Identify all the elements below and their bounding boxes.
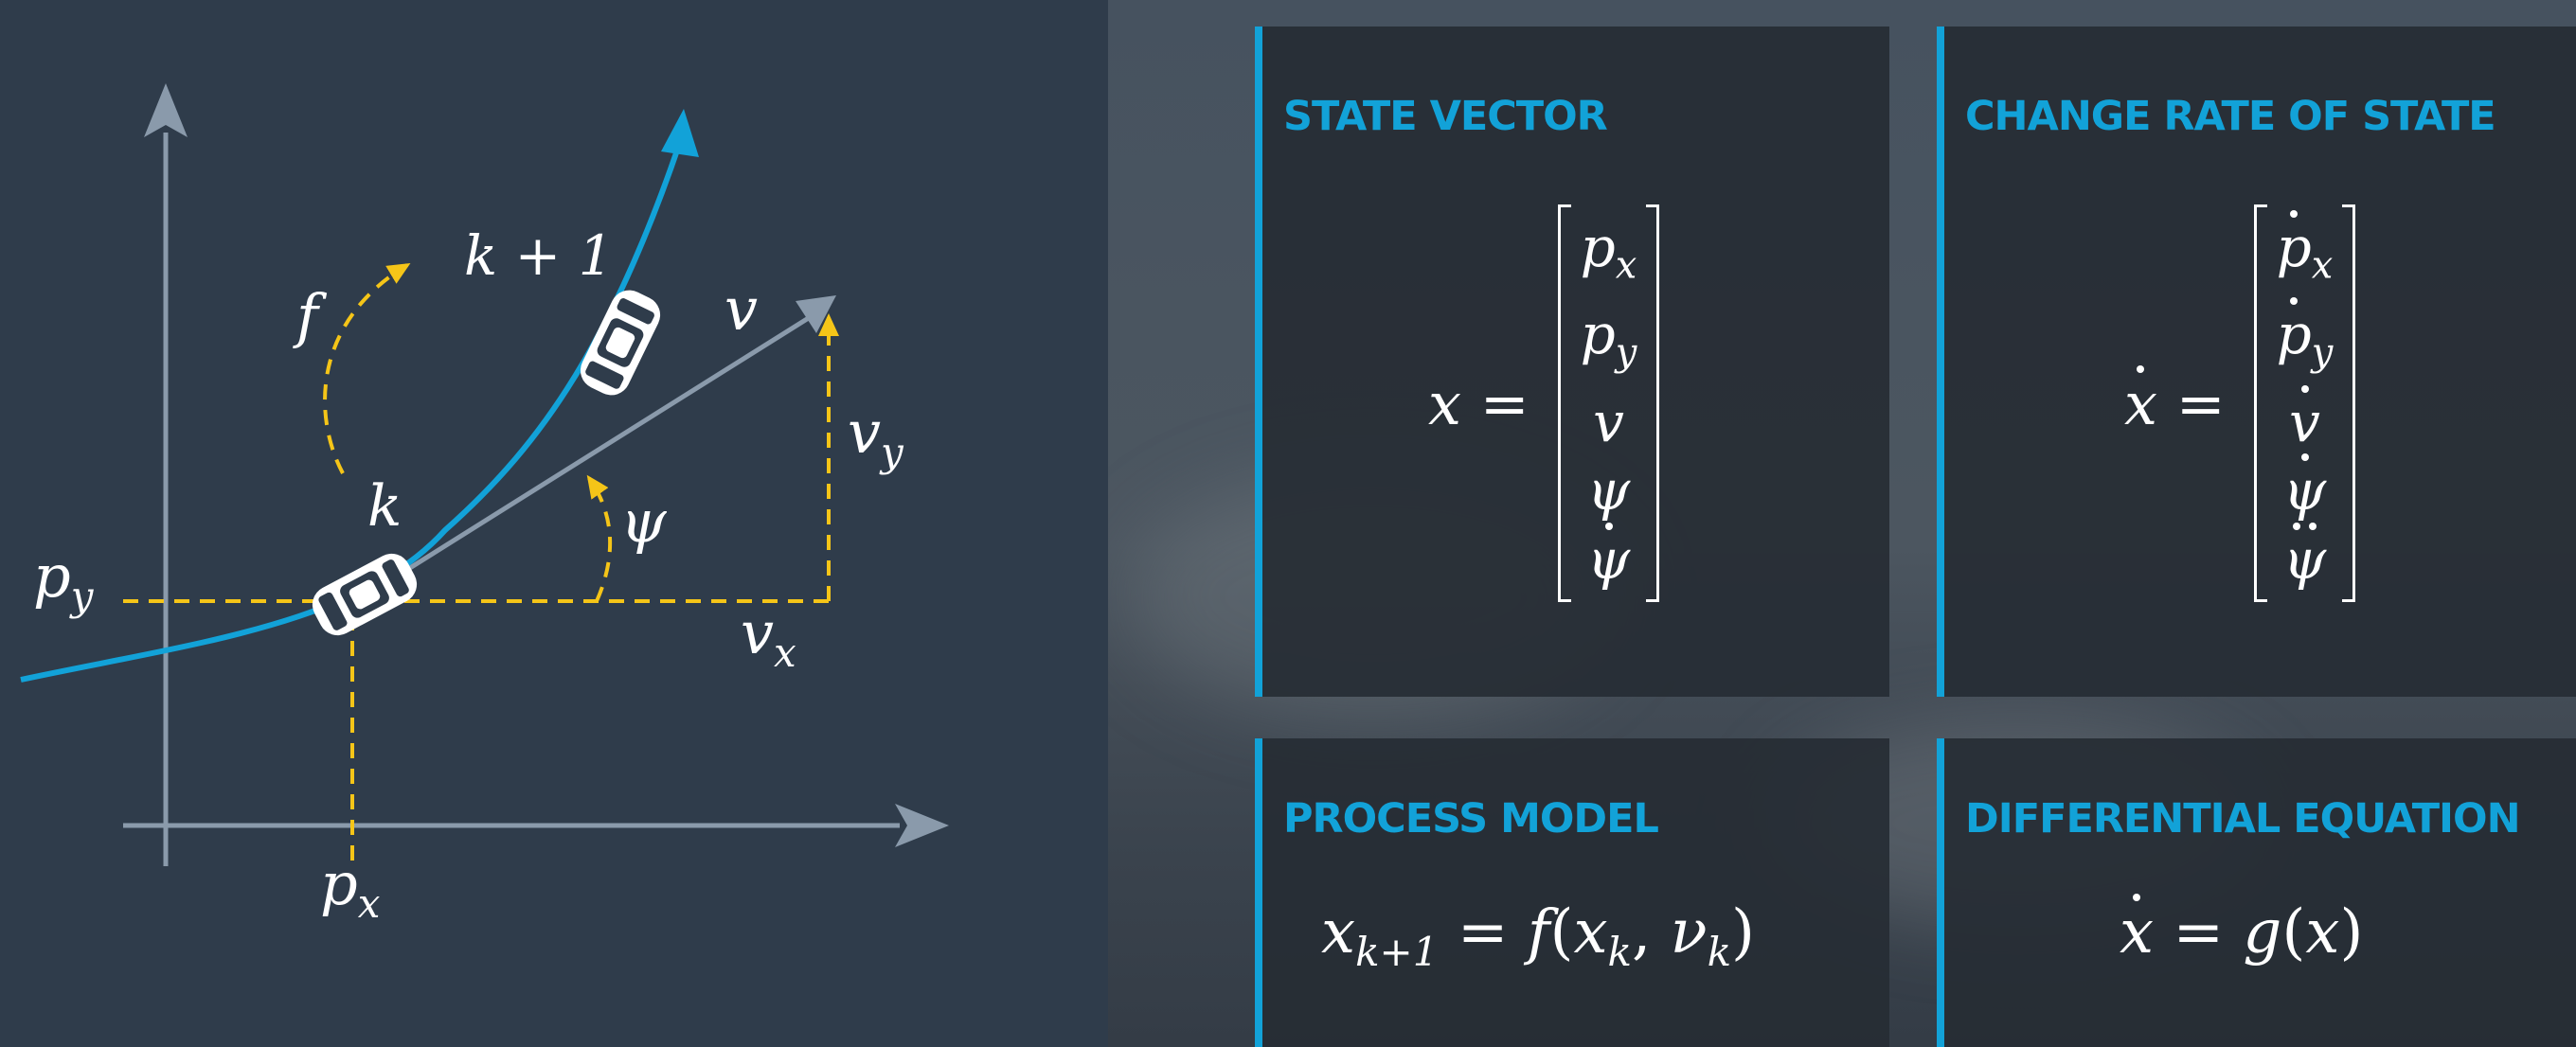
state-vector-equation: x = px py v ψ ψ bbox=[1428, 204, 1660, 602]
right-bracket bbox=[1646, 204, 1660, 602]
equation-lhs: x = bbox=[1428, 368, 1530, 438]
vector-entry: py bbox=[2276, 302, 2334, 375]
label-f: f bbox=[293, 281, 328, 350]
y-axis bbox=[144, 83, 188, 866]
vector-entry: v bbox=[1593, 389, 1624, 454]
label-vx: vx bbox=[741, 598, 796, 676]
vector-entry: ψ bbox=[1586, 527, 1631, 592]
differential-equation-card: DIFFERENTIAL EQUATION x = g(x) bbox=[1937, 738, 2576, 1047]
label-psi: ψ bbox=[620, 487, 668, 556]
state-vector-card: STATE VECTOR x = px py v ψ ψ bbox=[1255, 27, 1889, 697]
vector-entry: ψ bbox=[1586, 458, 1631, 524]
left-bracket bbox=[1557, 204, 1571, 602]
motion-diagram: k + 1 f v vy k ψ py vx px bbox=[0, 0, 1108, 1047]
vector-entries: px py v ψ ψ bbox=[1571, 208, 1647, 598]
label-k-plus-1: k + 1 bbox=[464, 223, 614, 288]
psi-angle-arc bbox=[586, 474, 613, 602]
vector-entry: ψ bbox=[2282, 458, 2327, 524]
label-k: k bbox=[367, 473, 402, 540]
x-axis bbox=[123, 804, 949, 847]
vector-entry: ψ bbox=[2282, 523, 2327, 592]
process-model-equation: xk+1 = f(xk, νk) bbox=[1321, 897, 1755, 975]
change-rate-card: CHANGE RATE OF STATE x = px py v ψ ψ bbox=[1937, 27, 2576, 697]
card-title: STATE VECTOR bbox=[1283, 93, 1608, 140]
car-icon-k bbox=[312, 553, 418, 636]
differential-equation: x = g(x) bbox=[2120, 897, 2364, 967]
motion-diagram-svg: k + 1 f v vy k ψ py vx px bbox=[20, 83, 949, 927]
card-title: DIFFERENTIAL EQUATION bbox=[1965, 795, 2521, 843]
process-model-card: PROCESS MODEL xk+1 = f(xk, νk) bbox=[1255, 738, 1889, 1047]
card-title: PROCESS MODEL bbox=[1283, 795, 1659, 843]
vector-entry: px bbox=[1580, 215, 1637, 288]
vector-entry: v bbox=[2289, 389, 2320, 454]
label-px: px bbox=[320, 849, 381, 927]
f-transition-arc bbox=[323, 262, 411, 474]
right-bracket bbox=[2342, 204, 2356, 602]
vector-entries: px py v ψ ψ bbox=[2267, 208, 2343, 598]
label-py: py bbox=[33, 541, 95, 619]
label-v: v bbox=[724, 275, 758, 344]
card-title: CHANGE RATE OF STATE bbox=[1965, 93, 2496, 140]
velocity-vector bbox=[363, 295, 836, 599]
equation-lhs: x = bbox=[2124, 368, 2226, 438]
change-rate-equation: x = px py v ψ ψ bbox=[2124, 204, 2356, 602]
vector-entry: py bbox=[1580, 302, 1637, 375]
equations-panel: STATE VECTOR x = px py v ψ ψ CHANGE RATE… bbox=[1108, 0, 2576, 1047]
vector-entry: px bbox=[2276, 215, 2334, 288]
label-vy: vy bbox=[848, 398, 904, 475]
car-icon-k-plus-1 bbox=[580, 290, 661, 396]
left-bracket bbox=[2253, 204, 2267, 602]
projection-lines bbox=[123, 262, 839, 866]
